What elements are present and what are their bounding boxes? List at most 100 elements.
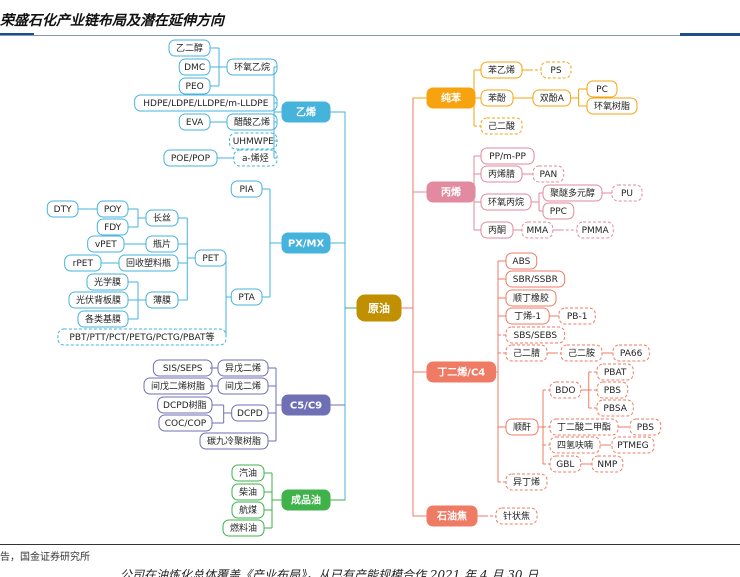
corner-accent-bar <box>680 33 740 36</box>
node-fdy: FDY <box>96 218 129 236</box>
node-label: PBAT <box>604 368 627 378</box>
node-环氧丙烷: 环氧丙烷 <box>480 193 532 211</box>
node-label: SBS/SEBS <box>514 331 558 341</box>
node-碳九冷聚树脂: 碳九冷聚树脂 <box>199 432 269 450</box>
root-原油: 原油 <box>356 294 402 322</box>
node-燃料油: 燃料油 <box>222 519 265 537</box>
node-dmc: DMC <box>178 58 211 76</box>
node-label: 间戊二烯树脂 <box>151 380 205 392</box>
node-label: 碳九冷聚树脂 <box>207 435 261 447</box>
node-label: UHMWPE <box>233 137 274 147</box>
node-label: GBL <box>556 460 574 470</box>
connector-line <box>330 307 357 406</box>
node-label: PIA <box>240 185 255 195</box>
node-label: 己二腈 <box>513 347 540 359</box>
node-vpet: vPET <box>87 235 125 253</box>
node-pan: PAN <box>532 165 565 183</box>
node-label: PP/m-PP <box>489 152 526 162</box>
node-瓶片: 瓶片 <box>145 235 179 253</box>
node-sbs-sebs: SBS/SEBS <box>505 326 566 344</box>
node-ps: PS <box>540 61 572 79</box>
node-label: 双酚A <box>540 93 565 104</box>
node-航煤: 航煤 <box>231 501 265 519</box>
node-label: 各类基膜 <box>85 313 121 325</box>
footer-divider <box>0 544 740 545</box>
node-pp-m-pp: PP/m-PP <box>480 147 535 165</box>
node-label: PBS <box>604 386 621 396</box>
connector-line <box>401 191 427 309</box>
node-己二胺: 己二胺 <box>560 344 603 362</box>
body-text-cutoff: 公司在油炼化总体覆盖《产业布局》，从已有产能规模合作 2021 年 4 月 30… <box>120 568 539 577</box>
node-label: PMMA <box>582 226 610 236</box>
node-ptmeg: PTMEG <box>611 436 655 454</box>
node-label: 乙二醇 <box>176 42 203 54</box>
node-汽油: 汽油 <box>231 464 265 482</box>
node-label: PPC <box>550 207 567 217</box>
node-间戊二烯: 间戊二烯 <box>217 377 269 395</box>
node-label: 燃料油 <box>230 522 257 534</box>
node-label: PS <box>550 66 561 76</box>
node-label: 光学膜 <box>94 276 121 288</box>
node-乙二醇: 乙二醇 <box>168 39 211 57</box>
node-label: DTY <box>54 205 72 215</box>
node-label: NMP <box>597 460 617 470</box>
node-dcpd: DCPD <box>231 404 269 422</box>
node-label: PB-1 <box>567 312 588 322</box>
node-label: PX/MX <box>288 239 325 250</box>
node-sbr-ssbr: SBR/SSBR <box>505 270 566 288</box>
branch-成品油: 成品油 <box>281 489 331 511</box>
node-环氧树脂: 环氧树脂 <box>586 97 638 115</box>
title-accent-bar <box>0 33 34 36</box>
node-pbsa: PBSA <box>596 399 634 417</box>
node-异丁烯: 异丁烯 <box>505 473 548 491</box>
node-label: BDO <box>555 386 575 396</box>
node-顺酐: 顺酐 <box>505 418 539 436</box>
node-label: HDPE/LDPE/LLDPE/m-LLDPE <box>143 99 268 109</box>
node-醋酸乙烯: 醋酸乙烯 <box>226 113 278 131</box>
node-mma: MMA <box>521 221 554 239</box>
node-poy: POY <box>96 200 129 218</box>
node-box <box>596 381 629 399</box>
node-label: ABS <box>512 257 530 267</box>
node-box <box>540 61 572 79</box>
node-label: POY <box>104 205 122 215</box>
node-box <box>591 455 624 473</box>
node-nmp: NMP <box>591 455 624 473</box>
node-label: 丙酮 <box>488 225 506 236</box>
node-label: 光伏背板膜 <box>76 294 121 306</box>
node-label: 间戊二烯 <box>225 380 261 392</box>
node-eva: EVA <box>178 113 211 131</box>
node-box <box>549 436 601 454</box>
node-label: MMA <box>527 226 550 236</box>
node-label: DCPD树脂 <box>163 399 207 411</box>
node-label: 苯乙烯 <box>488 64 515 76</box>
node-ppc: PPC <box>542 202 575 220</box>
node-丙烯腈: 丙烯腈 <box>480 165 523 183</box>
node-label: 回收塑料瓶 <box>126 257 171 269</box>
node-丙酮: 丙酮 <box>480 221 514 239</box>
node-label: 丁烯-1 <box>514 310 541 322</box>
node-label: 环氧树脂 <box>594 100 630 112</box>
node-苯乙烯: 苯乙烯 <box>480 61 523 79</box>
node-label: 顺酐 <box>513 422 531 433</box>
branch-c5-c9: C5/C9 <box>281 394 331 416</box>
node-label: 丁二烯/C4 <box>437 366 485 379</box>
node-label: 己二胺 <box>568 347 595 359</box>
node-pmma: PMMA <box>576 221 614 239</box>
node-label: 异戊二烯 <box>225 362 261 374</box>
node-己二酸: 己二酸 <box>480 117 523 135</box>
branch-丁二烯-c4: 丁二烯/C4 <box>426 361 497 383</box>
node-label: 成品油 <box>291 494 321 507</box>
node-label: FDY <box>104 223 122 233</box>
node-label: 环氧乙烷 <box>234 61 270 73</box>
node-label: PAN <box>539 170 557 180</box>
connector-line <box>401 307 427 517</box>
node-回收塑料瓶: 回收塑料瓶 <box>118 254 179 272</box>
node-label: PBS <box>637 423 654 433</box>
node-顺丁橡胶: 顺丁橡胶 <box>505 289 557 307</box>
node-label: 顺丁橡胶 <box>513 292 549 304</box>
node-pbs: PBS <box>629 418 662 436</box>
node-label: COC/COP <box>165 419 207 429</box>
node-box <box>596 399 634 417</box>
node-label: PBT/PTT/PCT/PETG/PCTG/PBAT等 <box>69 331 214 343</box>
